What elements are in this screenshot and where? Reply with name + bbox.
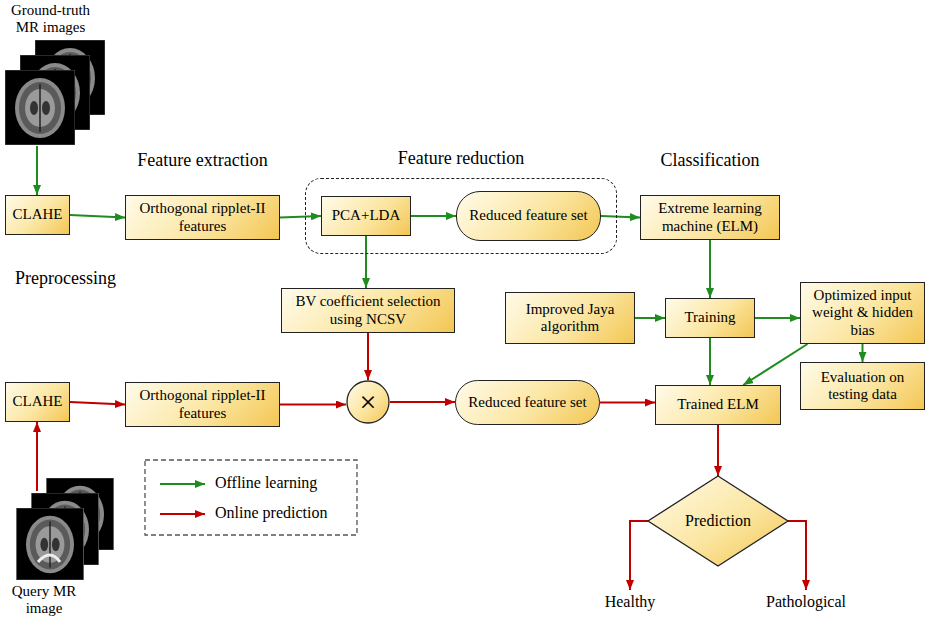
outcome-label: Healthy <box>580 593 680 611</box>
group-heading: Feature reduction <box>306 148 616 169</box>
outcome-arrow <box>630 521 648 590</box>
node-text: Prediction <box>685 512 751 530</box>
decision-diamond: Prediction <box>648 476 788 566</box>
mr-image <box>5 70 75 145</box>
section-label: Query MR image <box>3 583 85 618</box>
multiply-circle: × <box>346 380 390 424</box>
node-text: Training <box>684 309 735 326</box>
process-box: Extreme learning machine (ELM) <box>640 195 780 240</box>
process-box: Evaluation on testing data <box>800 362 925 410</box>
section-label: Preprocessing <box>3 268 128 289</box>
diamond-shape <box>648 476 788 566</box>
process-box: Orthogonal ripplet-II features <box>125 195 280 240</box>
process-box: Improved Jaya algorithm <box>505 292 635 344</box>
legend-sample <box>160 513 205 515</box>
group-box: Feature reductionPCA+LDAReduced feature … <box>305 178 617 254</box>
process-box: Trained ELM <box>655 385 781 425</box>
connector-arrow <box>70 402 125 405</box>
section-label: Classification <box>635 150 785 171</box>
data-box: Reduced feature set <box>455 380 600 425</box>
connector-arrow <box>862 344 864 362</box>
node-text: Improved Jaya algorithm <box>512 301 628 336</box>
legend-text: Offline learning <box>215 474 317 492</box>
process-box: Training <box>665 298 755 338</box>
outcome-arrow <box>788 521 806 590</box>
node-text: Reduced feature set <box>469 207 587 224</box>
node-text: Evaluation on testing data <box>807 369 918 404</box>
node-text: Orthogonal ripplet-II features <box>132 387 273 422</box>
node-text: Trained ELM <box>677 396 759 413</box>
process-box: PCA+LDA <box>321 196 411 236</box>
operator-symbol: × <box>360 387 377 417</box>
connector-arrow <box>709 338 711 385</box>
node-text: Reduced feature set <box>468 394 586 411</box>
section-label: Feature extraction <box>120 150 285 171</box>
process-box: Optimized input weight & hidden bias <box>800 282 925 344</box>
section-label: Ground-truth MR images <box>3 2 98 37</box>
process-box: Orthogonal ripplet-II features <box>125 382 280 427</box>
legend-box <box>145 460 357 535</box>
process-box: CLAHE <box>5 382 70 422</box>
connector-arrow <box>709 240 711 298</box>
node-text: Orthogonal ripplet-II features <box>132 200 273 235</box>
process-box: CLAHE <box>5 195 70 235</box>
circle-shape <box>347 381 389 423</box>
node-text: BV coefficient selection using NCSV <box>288 293 448 328</box>
data-box: Reduced feature set <box>456 191 601 241</box>
connector-arrow <box>411 215 456 217</box>
node-text: Optimized input weight & hidden bias <box>807 287 918 339</box>
connector-arrow <box>70 215 125 218</box>
connector-arrow <box>635 317 665 319</box>
connector-arrow <box>367 333 369 380</box>
connector-arrow <box>755 317 800 319</box>
connector-arrow <box>365 236 367 288</box>
input-arrow <box>36 146 38 195</box>
legend-text: Online prediction <box>215 504 327 522</box>
process-box: BV coefficient selection using NCSV <box>281 288 455 333</box>
connector-arrow <box>280 216 321 218</box>
connector-arrow <box>600 402 655 404</box>
node-text: CLAHE <box>13 206 63 223</box>
connector-arrow <box>280 404 346 406</box>
input-arrow <box>36 422 38 491</box>
connector-arrow <box>601 216 640 218</box>
legend-sample <box>160 483 205 485</box>
node-text: PCA+LDA <box>332 207 400 224</box>
mr-image <box>16 508 83 580</box>
lesion-mark <box>38 555 60 562</box>
node-text: Extreme learning machine (ELM) <box>647 200 773 235</box>
outcome-label: Pathological <box>756 593 856 611</box>
node-text: CLAHE <box>13 393 63 410</box>
connector-arrow <box>717 425 719 476</box>
connector-arrow <box>743 344 807 385</box>
connector-arrow <box>390 401 455 403</box>
